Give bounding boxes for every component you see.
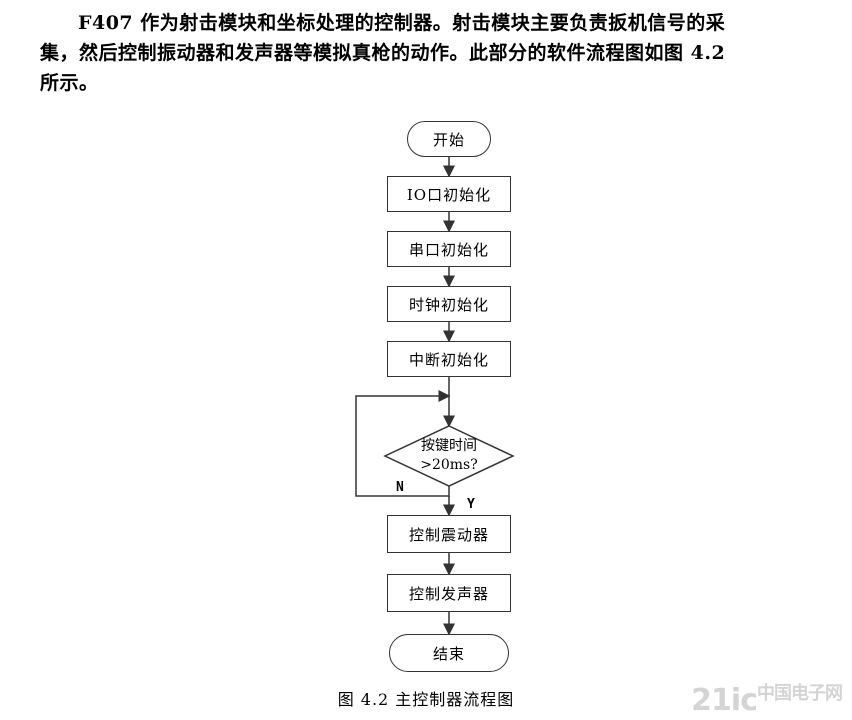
figure-caption: 图 4.2 主控制器流程图: [337, 690, 515, 709]
decision-node-text: 按键时间 >20ms?: [395, 437, 503, 475]
end-node: 结束: [389, 634, 509, 672]
io-init-node: IO口初始化: [387, 176, 511, 212]
clock-init-label: 时钟初始化: [408, 295, 489, 314]
vibrator-node: 控制震动器: [387, 515, 511, 553]
decision-line-2: >20ms?: [420, 457, 478, 473]
paragraph-line-1: F407 作为射击模块和坐标处理的控制器。射击模块主要负责扳机信号的采: [78, 12, 726, 34]
decision-line-1: 按键时间: [421, 438, 477, 454]
intro-paragraph: F407 作为射击模块和坐标处理的控制器。射击模块主要负责扳机信号的采 集，然后…: [40, 8, 830, 98]
no-branch-label: N: [396, 480, 404, 495]
paragraph-line-2: 集，然后控制振动器和发声器等模拟真枪的动作。此部分的软件流程图如图 4.2: [40, 42, 726, 64]
interrupt-init-node: 中断初始化: [387, 341, 511, 377]
interrupt-init-label: 中断初始化: [408, 350, 489, 369]
sounder-node: 控制发声器: [387, 574, 511, 612]
watermark-sub: 中国电子网: [757, 683, 843, 704]
start-node: 开始: [407, 121, 491, 157]
paragraph-line-3: 所示。: [40, 72, 99, 94]
vibrator-label: 控制震动器: [408, 525, 489, 544]
watermark-main: 21ic: [691, 683, 758, 718]
site-watermark: 21ic中国电子网: [691, 679, 843, 718]
yes-branch-label: Y: [467, 497, 475, 512]
loop-back-no: [355, 390, 451, 497]
end-label: 结束: [432, 644, 465, 663]
sounder-label: 控制发声器: [408, 584, 489, 603]
clock-init-node: 时钟初始化: [387, 286, 511, 322]
uart-init-node: 串口初始化: [387, 231, 511, 267]
io-init-label: IO口初始化: [406, 185, 492, 204]
uart-init-label: 串口初始化: [408, 240, 489, 259]
start-label: 开始: [432, 130, 465, 149]
